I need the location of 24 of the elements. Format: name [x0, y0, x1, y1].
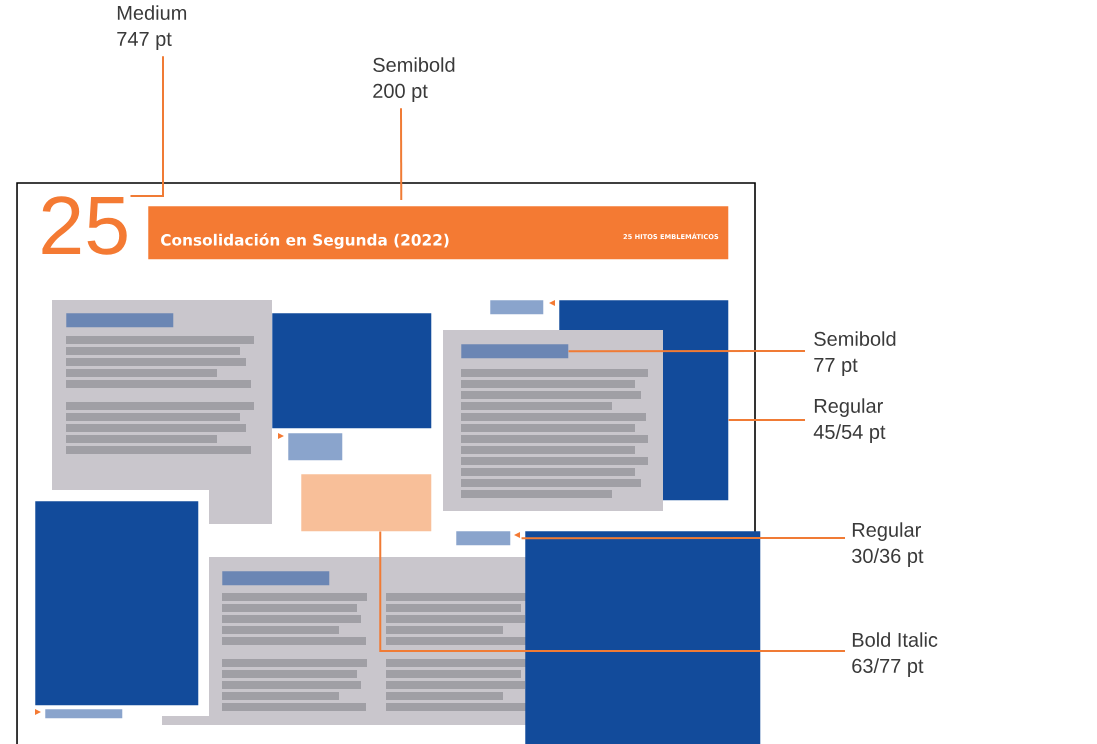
caption-bar [45, 709, 123, 719]
annotation-label: Bold Italic 63/77 pt [852, 632, 938, 677]
leader-line [727, 419, 806, 421]
annotation-label: Semibold 77 pt [814, 331, 896, 376]
photo-block [272, 313, 432, 429]
caption-bar [490, 300, 544, 315]
header-bar [66, 313, 174, 328]
pull-quote-box [301, 474, 432, 532]
annotation-label: Medium 747 pt [117, 5, 187, 50]
annotation-label: Semibold 200 pt [373, 57, 455, 102]
leader-line [400, 107, 403, 201]
caption-bar [456, 531, 520, 546]
header-bar [461, 344, 569, 359]
leader-line [520, 537, 846, 540]
leader-line [379, 530, 846, 652]
header-bar [222, 571, 330, 586]
caption-bar [288, 433, 343, 461]
photo-block [35, 501, 199, 706]
big-number: 25 [42, 196, 127, 255]
annotation-label: Regular 30/36 pt [852, 522, 924, 567]
leader-line [567, 350, 806, 353]
leader-line [129, 55, 164, 197]
photo-block [525, 531, 761, 744]
annotation-label: Regular 45/54 pt [813, 398, 886, 443]
